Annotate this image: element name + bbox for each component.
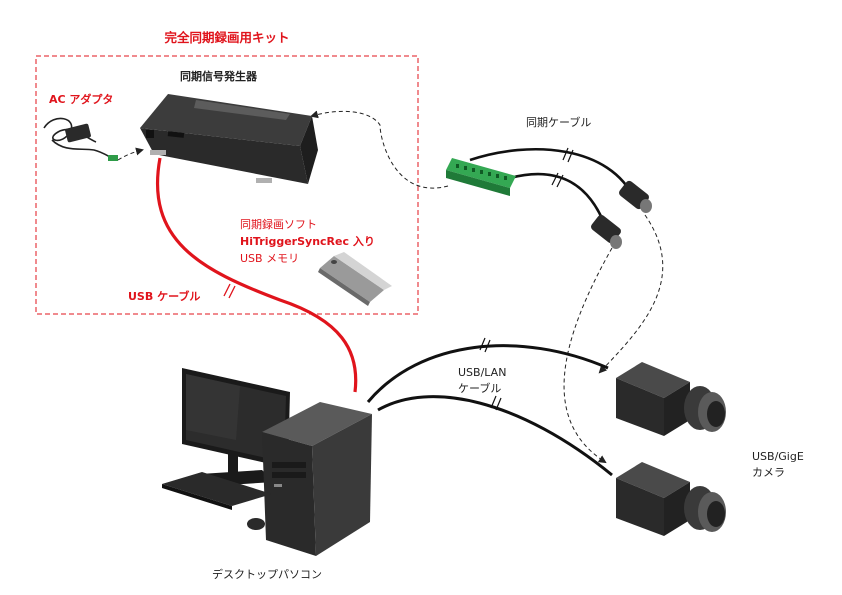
desktop-pc-label: デスクトップパソコン — [212, 567, 322, 581]
usb-lan-cable-2 — [377, 395, 613, 477]
camera-label-line1: USB/GigE — [752, 450, 804, 463]
ac-to-generator-dashed — [117, 147, 144, 161]
ac-adapter-icon — [43, 117, 118, 161]
ac-adapter-label: AC アダプタ — [49, 92, 113, 106]
camera-label-line2: カメラ — [752, 466, 785, 479]
camera-1-icon — [616, 362, 726, 436]
kit-title: 完全同期録画用キット — [164, 30, 289, 45]
pc-tower-icon — [262, 402, 372, 556]
round-connector-2-icon — [591, 214, 622, 249]
sync-cable-break-mark — [551, 147, 574, 188]
terminal-block-connector-icon — [446, 158, 516, 196]
terminal-to-generator-dashed — [310, 110, 449, 189]
usb-lan-cable-1 — [366, 344, 609, 403]
usb-lan-break-mark — [479, 337, 502, 411]
mouse-icon — [247, 518, 265, 530]
keyboard-icon — [162, 472, 272, 510]
usb-flash-drive-icon — [318, 252, 392, 306]
software-label-line1: 同期録画ソフト — [240, 217, 317, 231]
sync-cable-line-1 — [469, 147, 637, 201]
usb-lan-label-line2: ケーブル — [458, 381, 501, 395]
usb-lan-label-line1: USB/LAN — [458, 366, 506, 379]
sync-generator-label: 同期信号発生器 — [180, 69, 258, 83]
round-connector-1-icon — [619, 180, 652, 213]
software-label-line3: USB メモリ — [240, 252, 299, 265]
software-label-line2: HiTriggerSyncRec 入り — [240, 235, 375, 248]
sync-to-camera1-dashed — [598, 214, 664, 374]
usb-cable-break-mark — [223, 283, 236, 299]
sync-cable-line-2 — [509, 172, 608, 229]
usb-cable-label: USB ケーブル — [128, 289, 200, 303]
usb-cable-line — [155, 157, 358, 393]
sync-cable-label: 同期ケーブル — [526, 115, 591, 129]
sync-generator-box-icon — [140, 94, 318, 184]
camera-2-icon — [616, 462, 726, 536]
sync-to-camera2-dashed — [563, 247, 613, 464]
